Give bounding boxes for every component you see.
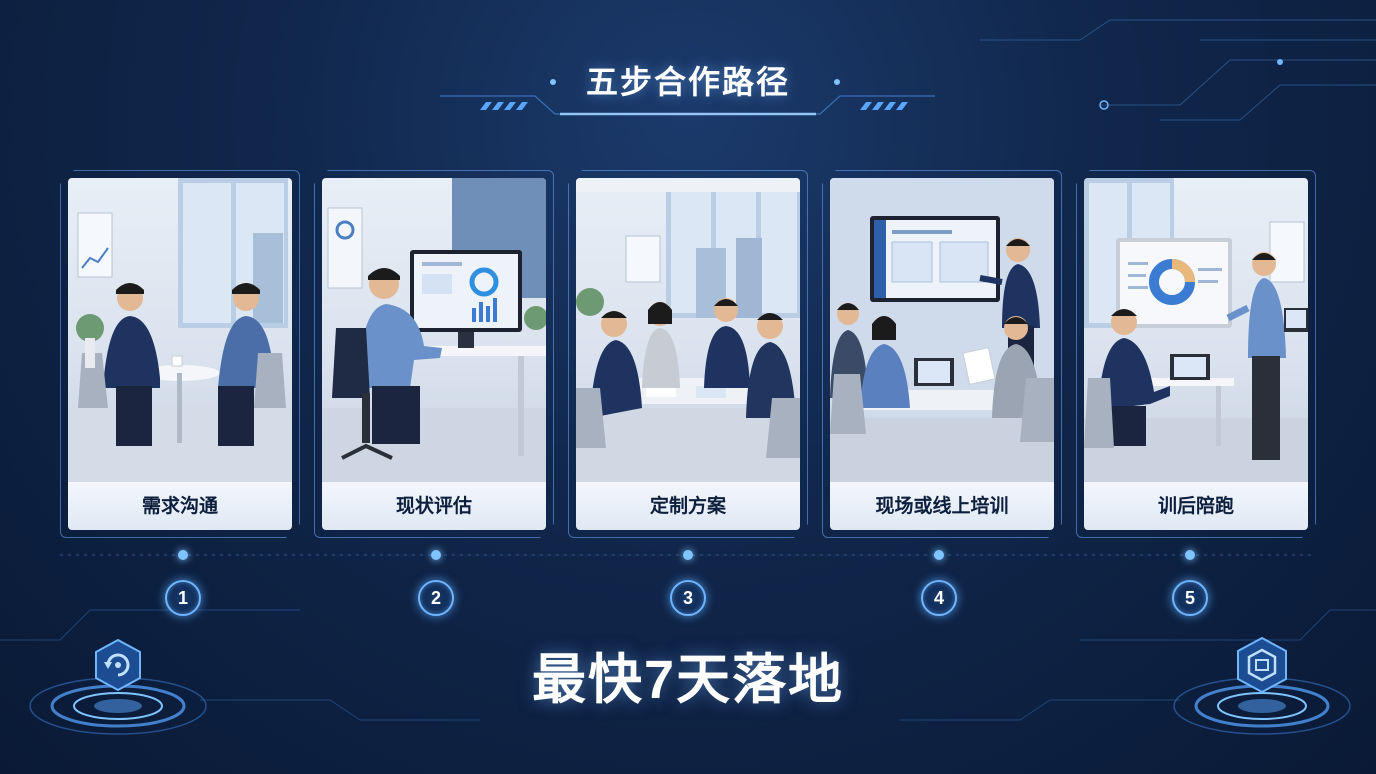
step-number-1: 1 xyxy=(165,580,201,616)
timeline-dot xyxy=(178,550,188,560)
step-timeline: 1 2 3 4 5 xyxy=(0,550,1376,640)
step-card-3: 定制方案 xyxy=(568,170,808,538)
timeline-dot xyxy=(934,550,944,560)
team-discussion-icon xyxy=(576,178,800,482)
card-frame xyxy=(568,170,808,538)
step-card-1: 需求沟通 xyxy=(60,170,300,538)
coaching-support-icon xyxy=(1084,178,1308,482)
step-label: 现场或线上培训 xyxy=(830,482,1054,530)
card-frame xyxy=(314,170,554,538)
timeline-dot xyxy=(431,550,441,560)
meeting-two-people-icon xyxy=(68,178,292,482)
card-frame xyxy=(822,170,1062,538)
refresh-hexagon-icon xyxy=(29,638,207,735)
step-label: 需求沟通 xyxy=(68,482,292,530)
card-frame xyxy=(1076,170,1316,538)
computer-analysis-icon xyxy=(322,178,546,482)
step-number-4: 4 xyxy=(921,580,957,616)
step-cards: 需求沟通 xyxy=(60,170,1316,538)
headline-area: 最快7天落地 xyxy=(0,640,1376,720)
step-number-3: 3 xyxy=(670,580,706,616)
step-label: 训后陪跑 xyxy=(1084,482,1308,530)
page-title: 五步合作路径 xyxy=(585,63,790,101)
step-label: 定制方案 xyxy=(576,482,800,530)
presentation-training-icon xyxy=(830,178,1054,482)
step-card-4: 现场或线上培训 xyxy=(822,170,1062,538)
title-area: 五步合作路径 xyxy=(0,58,1376,106)
chip-hexagon-icon xyxy=(1173,636,1351,735)
step-card-2: 现状评估 xyxy=(314,170,554,538)
timeline-dot xyxy=(1185,550,1195,560)
step-card-5: 训后陪跑 xyxy=(1076,170,1316,538)
step-number-5: 5 xyxy=(1172,580,1208,616)
headline: 最快7天落地 xyxy=(531,650,845,710)
card-frame xyxy=(60,170,300,538)
step-label: 现状评估 xyxy=(322,482,546,530)
step-number-2: 2 xyxy=(418,580,454,616)
timeline-dot xyxy=(683,550,693,560)
